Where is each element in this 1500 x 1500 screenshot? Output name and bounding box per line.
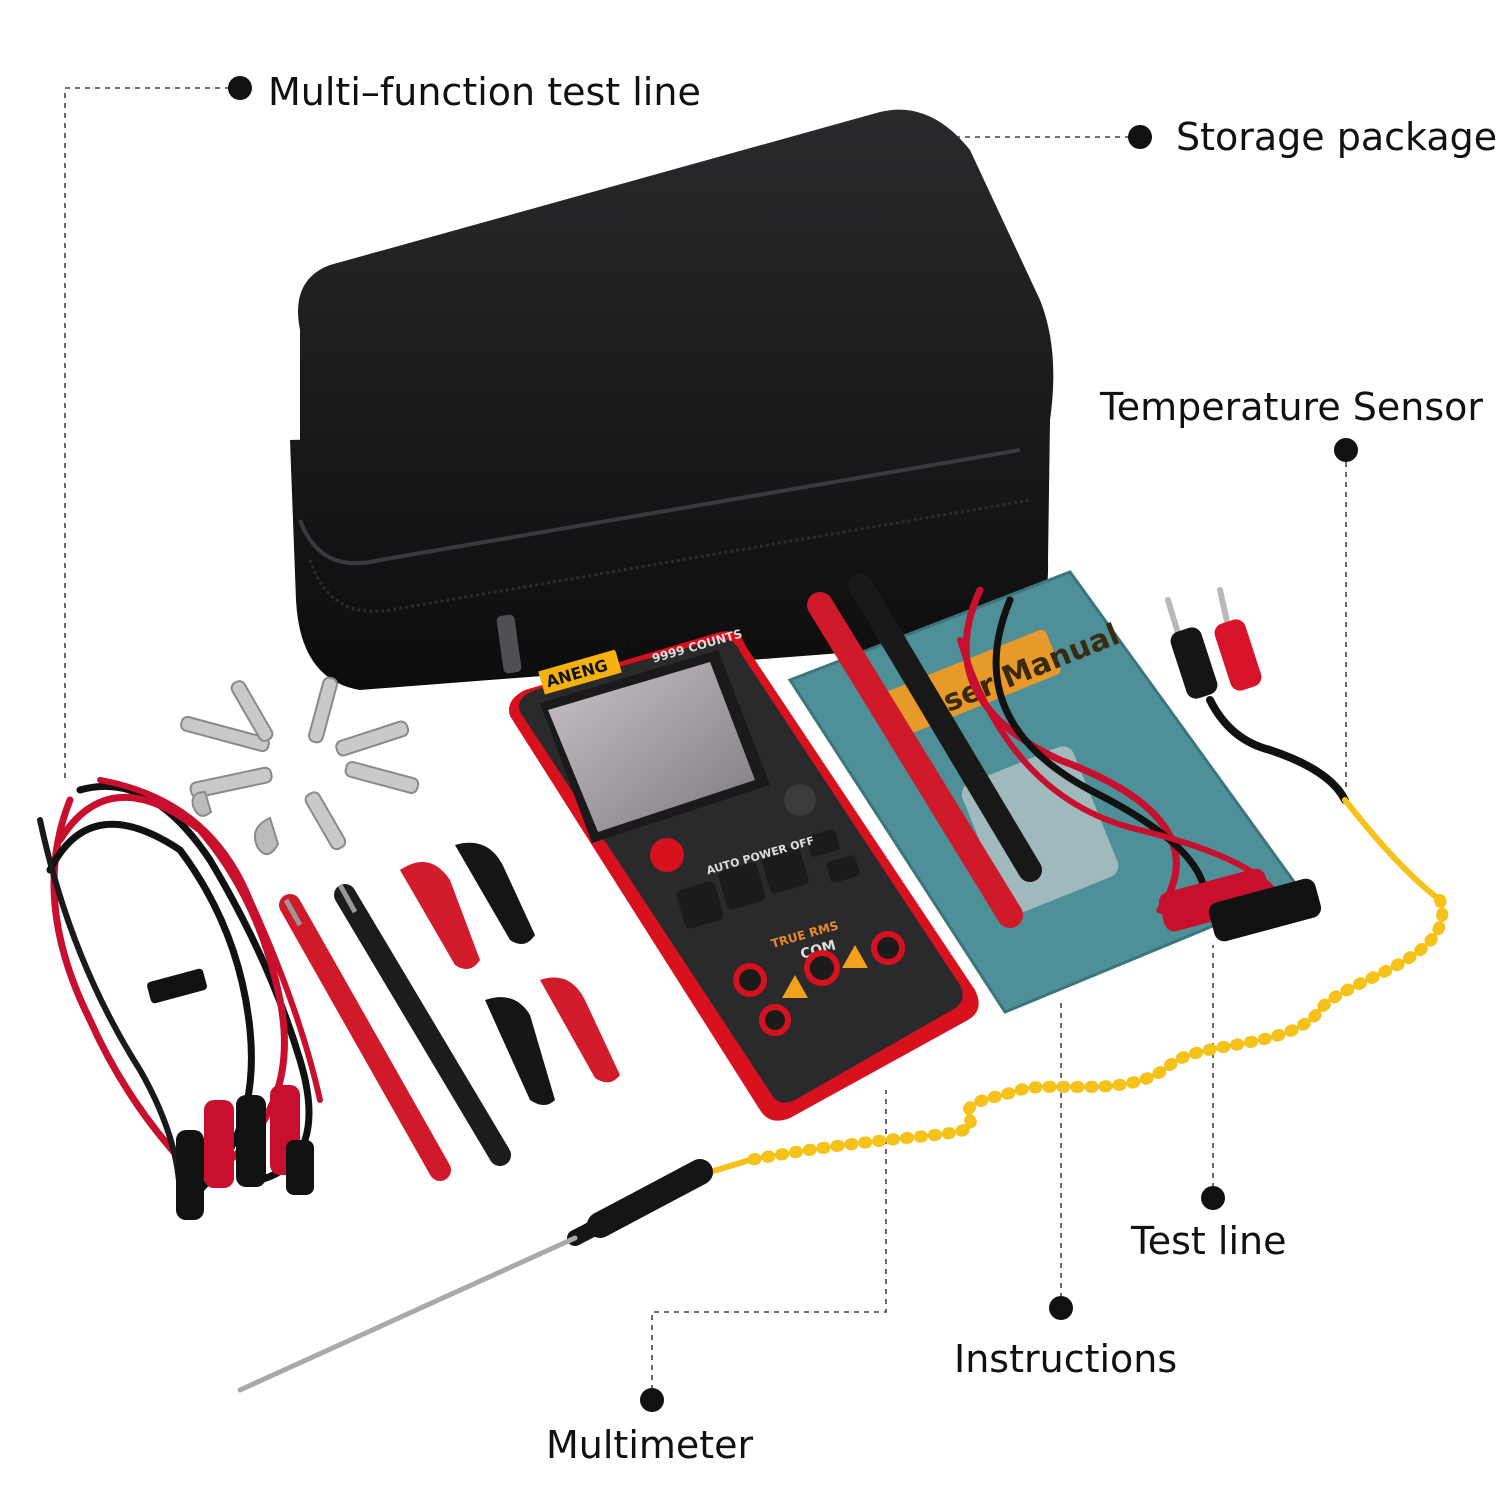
callout-multi-function-test-line: Multi–function test line xyxy=(268,70,701,114)
multimeter-device: ANENG Q1 9999 COUNTS AUTO POWER OFF TRUE… xyxy=(509,626,979,1121)
v-jack xyxy=(871,931,905,965)
leader-multimeter xyxy=(651,1090,887,1400)
ncv-button xyxy=(676,881,724,929)
pin-adapters xyxy=(180,676,420,855)
ma-jack xyxy=(733,963,767,997)
lcd-screen xyxy=(548,662,755,832)
mode-button xyxy=(718,862,766,910)
leader-multi-function xyxy=(64,87,240,780)
multi-function-test-line xyxy=(37,777,323,1220)
hold-button xyxy=(784,784,816,816)
zipper-pull xyxy=(496,614,522,674)
test-line xyxy=(807,573,1322,942)
callout-instructions: Instructions xyxy=(954,1337,1178,1381)
range-button xyxy=(806,829,840,857)
temperature-sensor xyxy=(237,587,1449,1393)
diode-button xyxy=(761,846,809,894)
probe-pens xyxy=(279,883,511,1181)
callout-test-line: Test line xyxy=(1131,1219,1287,1263)
hz-button xyxy=(826,855,860,883)
callout-multimeter: Multimeter xyxy=(546,1423,754,1467)
power-button xyxy=(650,838,684,872)
leader-lines xyxy=(64,87,1347,1400)
alligator-clips xyxy=(400,842,620,1105)
callout-storage-package: Storage package xyxy=(1176,115,1498,159)
callout-temperature-sensor: Temperature Sensor xyxy=(1100,385,1484,429)
com-jack xyxy=(804,950,840,986)
leader-dots xyxy=(228,76,1358,1412)
ua-jack xyxy=(759,1004,791,1036)
storage-bag xyxy=(290,109,1054,690)
